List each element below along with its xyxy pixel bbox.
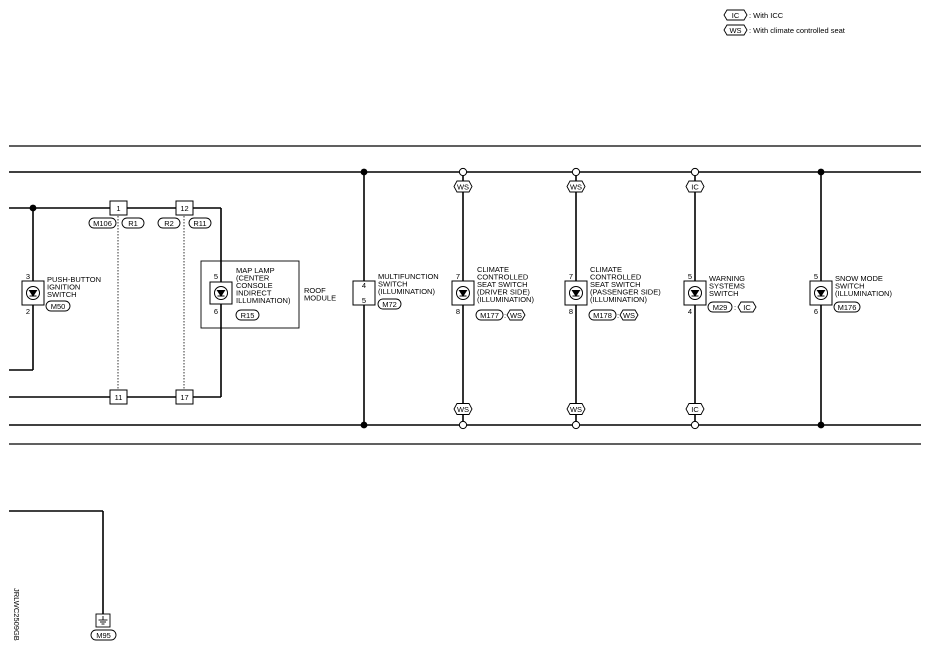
connector-label: R15 — [241, 311, 255, 320]
legend-text: : With climate controlled seat — [749, 26, 846, 35]
pin-number: 7 — [569, 272, 573, 281]
push-button-switch-name: PUSH-BUTTON IGNITION SWITCH — [47, 275, 103, 299]
connector-label: R1 — [128, 219, 138, 228]
seat-passenger-illum-symbol — [564, 280, 588, 306]
option-tag-hexagon — [619, 309, 639, 321]
multifunction-connector-box — [352, 280, 376, 306]
pin-number: 3 — [26, 272, 30, 281]
svg-text::: : — [504, 311, 506, 320]
pin-number: 5 — [362, 296, 366, 305]
connector-label: R2 — [164, 219, 174, 228]
legend-hexagon — [723, 24, 748, 36]
ground-connector-label: M95 — [96, 631, 111, 640]
connector-label: M177 — [480, 311, 499, 320]
option-tag-hexagon — [685, 180, 705, 193]
pin-number: 5 — [688, 272, 692, 281]
connector-label: R11 — [193, 219, 206, 228]
connector-label: M106 — [93, 219, 112, 228]
harness-pin: 17 — [180, 393, 188, 402]
roof-module-label: ROOF MODULE — [304, 286, 336, 303]
option-tag-hexagon — [737, 301, 757, 313]
ground-icon — [95, 613, 111, 628]
seat-driver-illum-symbol — [451, 280, 475, 306]
legend-tag: IC — [732, 11, 740, 20]
pin-number: 6 — [214, 307, 218, 316]
connector-label: M72 — [382, 300, 397, 309]
connector-label: M50 — [51, 302, 66, 311]
multifunction-switch-name: MULTIFUNCTION SWITCH (ILLUMINATION) — [378, 272, 441, 296]
warning-systems-illum-symbol — [683, 280, 707, 306]
splice-dot — [817, 168, 825, 176]
harness-pin: 11 — [115, 393, 123, 402]
pin-number: 5 — [214, 272, 218, 281]
option-tag-hexagon — [566, 180, 586, 193]
map-lamp-illum-symbol — [209, 281, 233, 305]
seat-passenger-switch-name: CLIMATE CONTROLLED SEAT SWITCH (PASSENGE… — [590, 265, 663, 304]
legend-text: : With ICC — [749, 11, 784, 20]
option-tag-hexagon — [566, 403, 586, 415]
option-tag: IC — [743, 303, 751, 312]
splice-dot — [360, 421, 368, 429]
option-tag: WS — [457, 405, 469, 414]
option-tag-hexagon — [506, 309, 526, 321]
map-lamp-name: MAP LAMP (CENTER CONSOLE INDIRECT ILLUMI… — [236, 266, 291, 305]
option-tag: WS — [570, 405, 582, 414]
harness-pin: 1 — [116, 204, 120, 213]
option-splice — [571, 167, 581, 177]
pin-number: 8 — [569, 307, 573, 316]
splice-dot — [817, 421, 825, 429]
snow-mode-switch-name: SNOW MODE SWITCH (ILLUMINATION) — [835, 274, 892, 298]
option-splice — [571, 420, 581, 430]
pin-number: 7 — [456, 272, 460, 281]
option-splice — [458, 420, 468, 430]
pin-number: 5 — [814, 272, 818, 281]
legend-tag: WS — [729, 26, 741, 35]
option-tag: WS — [623, 311, 635, 320]
svg-text::: : — [734, 303, 736, 312]
diagram-id: JRLWC2509GB — [12, 588, 21, 641]
push-button-illum-symbol — [21, 280, 45, 306]
option-tag: WS — [457, 183, 469, 192]
option-tag-hexagon — [685, 403, 705, 415]
pin-number: 4 — [688, 307, 692, 316]
option-tag: IC — [691, 183, 699, 192]
connector-label: M178 — [593, 311, 612, 320]
pin-number: 4 — [362, 281, 366, 290]
connector-label: M176 — [838, 303, 857, 312]
splice-dot — [29, 204, 37, 212]
roof-module-box — [200, 260, 300, 329]
option-tag: IC — [691, 405, 699, 414]
splice-dot — [360, 168, 368, 176]
connector-label: M29 — [713, 303, 728, 312]
option-tag-hexagon — [453, 180, 473, 193]
legend-hexagon — [723, 9, 748, 21]
option-tag-hexagon — [453, 403, 473, 415]
option-tag: WS — [570, 183, 582, 192]
seat-driver-switch-name: CLIMATE CONTROLLED SEAT SWITCH (DRIVER S… — [477, 265, 534, 304]
harness-pin: 12 — [180, 204, 188, 213]
snow-mode-illum-symbol — [809, 280, 833, 306]
warning-systems-switch-name: WARNING SYSTEMS SWITCH — [709, 274, 747, 298]
svg-text::: : — [617, 311, 619, 320]
option-splice — [690, 420, 700, 430]
option-tag: WS — [510, 311, 522, 320]
option-splice — [458, 167, 468, 177]
pin-number: 6 — [814, 307, 818, 316]
pin-number: 2 — [26, 307, 30, 316]
pin-number: 8 — [456, 307, 460, 316]
option-splice — [690, 167, 700, 177]
